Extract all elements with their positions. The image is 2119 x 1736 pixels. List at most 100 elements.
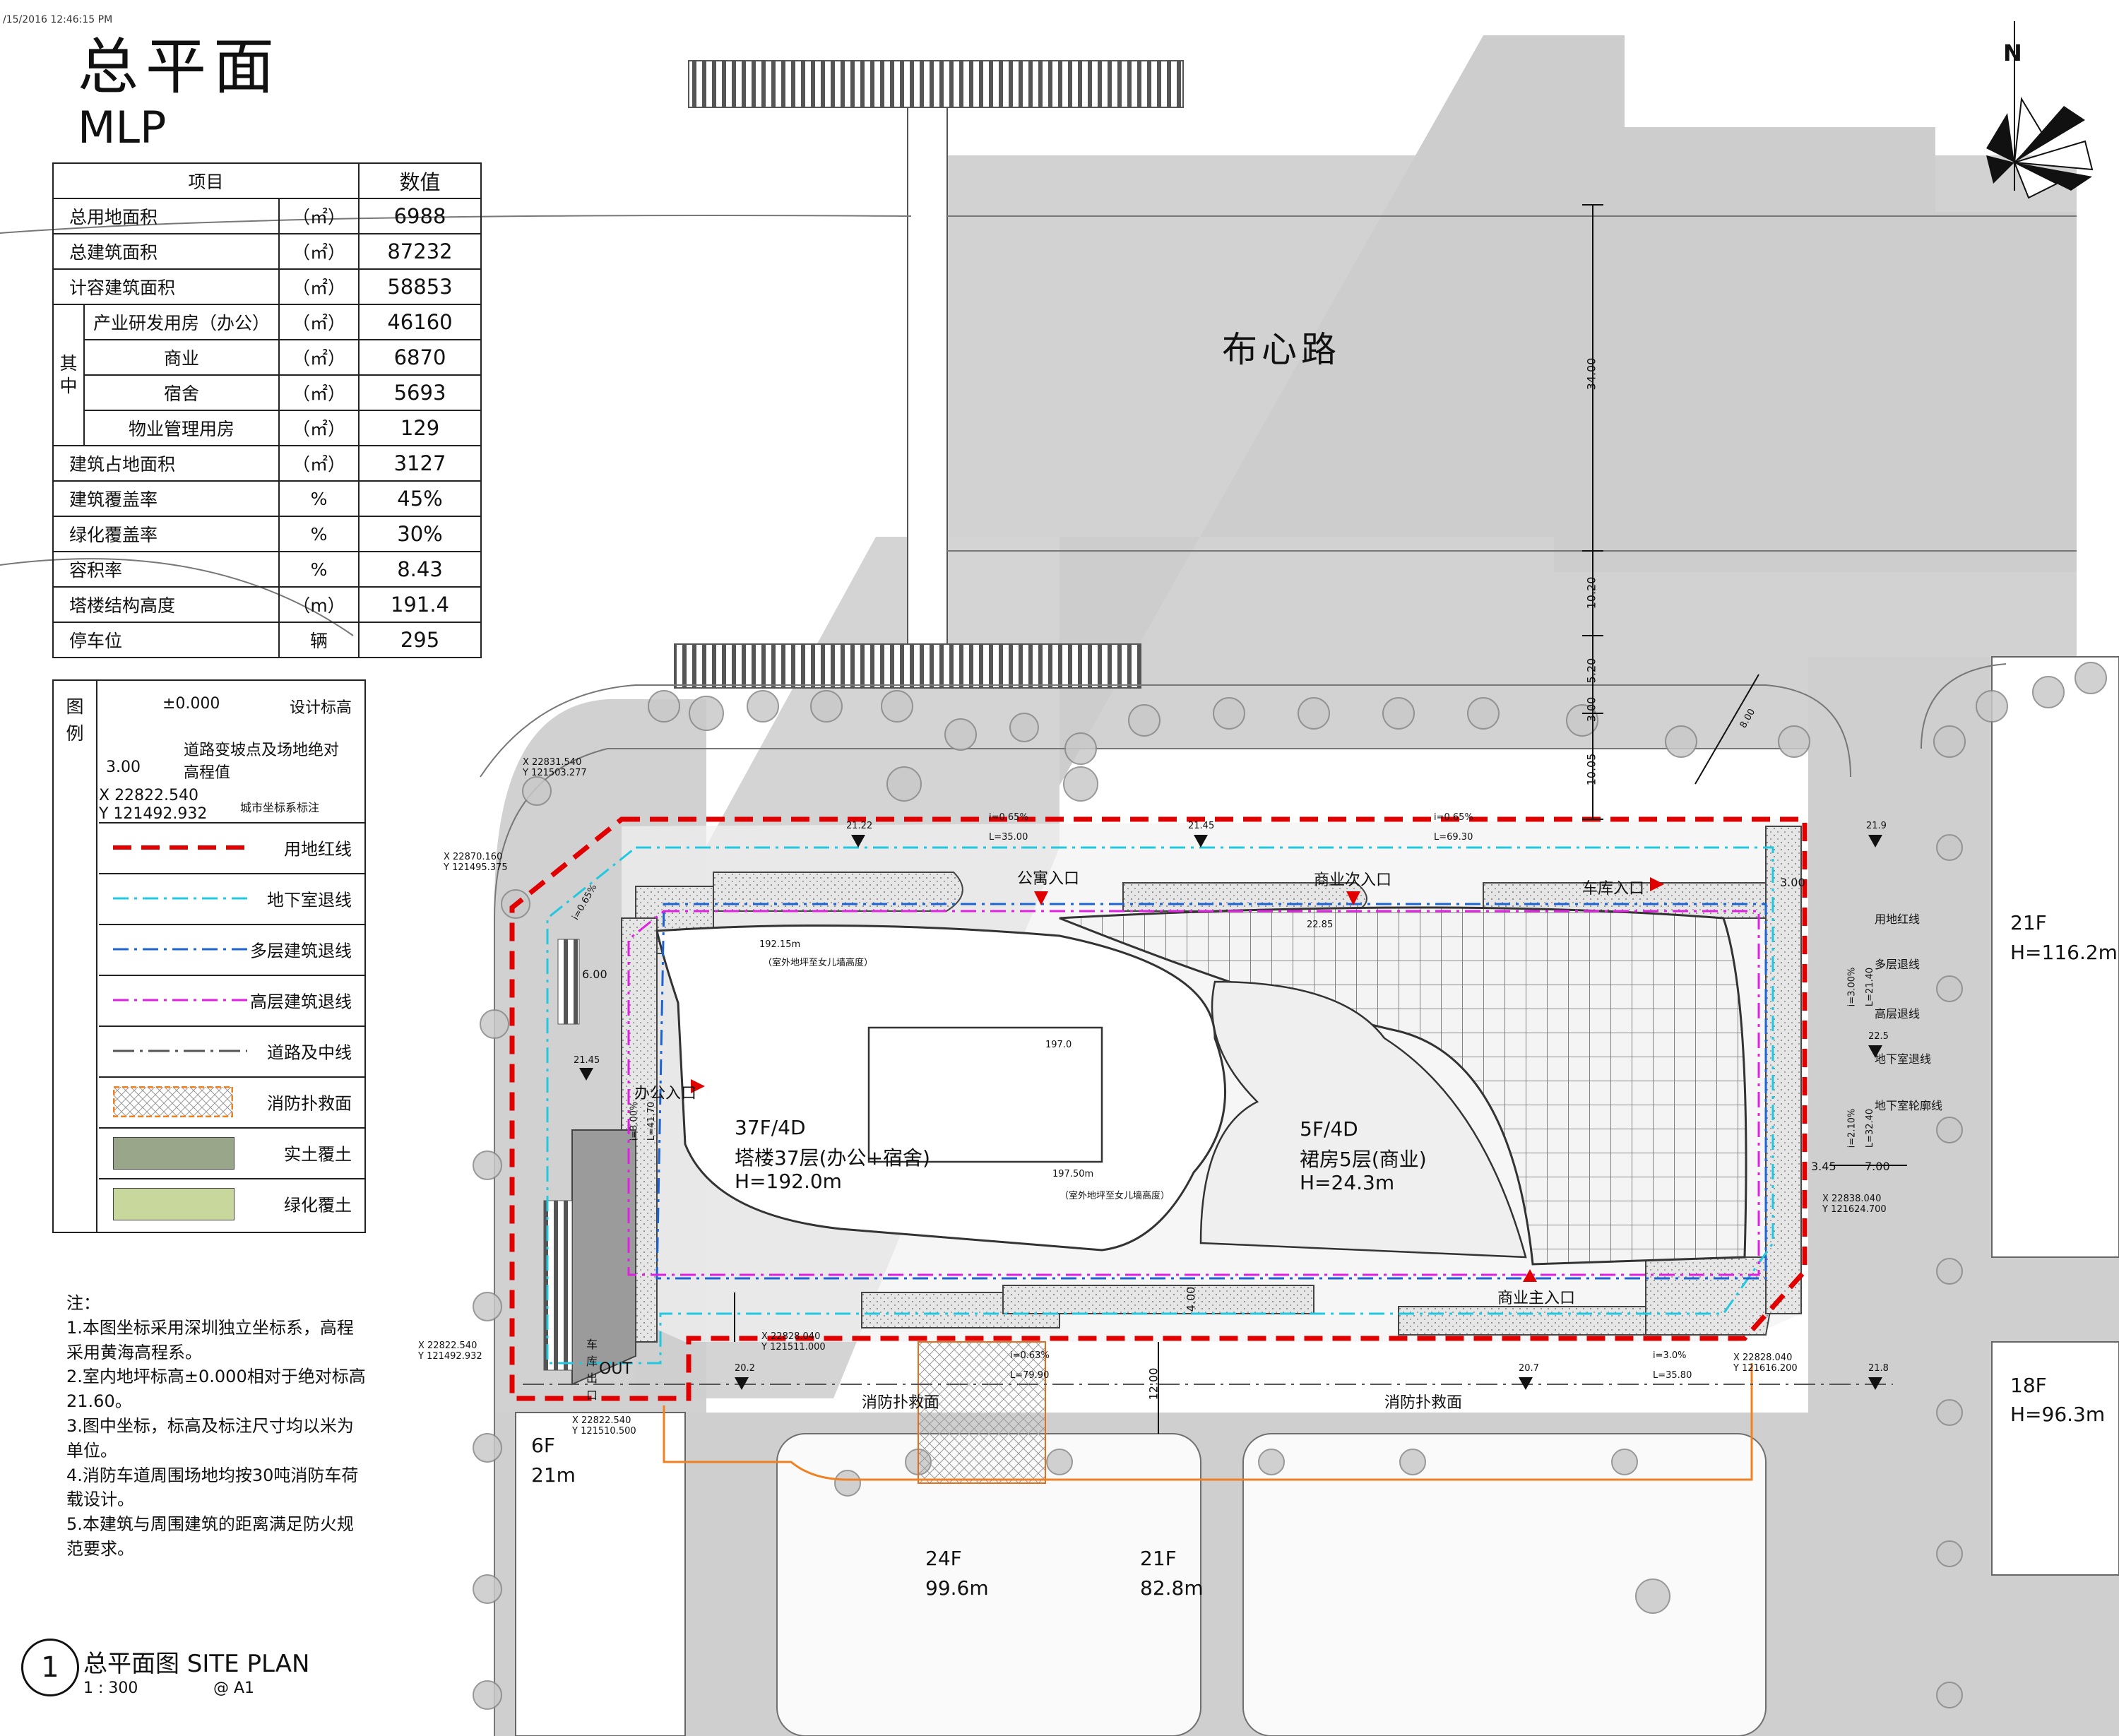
legend-item-label: 实土覆土 <box>284 1144 352 1165</box>
table-row: 绿化覆盖率%30% <box>52 516 482 552</box>
legend-swatch <box>113 897 247 900</box>
tower-height: H=192.0m <box>735 1170 842 1193</box>
row-value: 5693 <box>358 374 482 411</box>
row-value: 58853 <box>358 268 482 305</box>
podium-body <box>1199 980 1527 1259</box>
table-row: 其中产业研发用房（办公）（㎡）46160 <box>52 304 482 446</box>
elev-5: 20.2 <box>735 1363 755 1374</box>
legend-item: 多层建筑退线 <box>99 924 364 976</box>
bld-21f-height: H=116.2m <box>2010 941 2118 964</box>
dim-34: 34.00 <box>1584 357 1598 391</box>
row-unit: （㎡） <box>278 339 360 376</box>
podium-floors: 5F/4D <box>1300 1117 1358 1141</box>
elev-3: 21.9 <box>1866 821 1887 831</box>
page-subtitle: MLP <box>78 102 167 153</box>
row-value: 87232 <box>358 233 482 270</box>
table-row: 容积率%8.43 <box>52 551 482 588</box>
coord-x: X 22822.540 <box>418 1340 477 1351</box>
legend-elevation-row: ±0.000 设计标高 道路变坡点及场地绝对高程值 3.00 X 22822.5… <box>99 681 364 824</box>
bridge-top <box>688 60 1184 108</box>
row-unit: （㎡） <box>278 304 360 340</box>
bld-21f2-floors: 21F <box>1140 1547 1177 1570</box>
callout-red-line: 用地红线 <box>1875 912 1921 926</box>
elev-10: 192.15m <box>759 939 801 950</box>
dim-345: 3.45 <box>1811 1160 1836 1173</box>
tower-floors: 37F/4D <box>735 1116 806 1139</box>
callout-basement-outline: 地下室轮廓线 <box>1875 1099 1943 1112</box>
legend-item: 消防扑救面 <box>99 1076 364 1129</box>
row-value: 46160 <box>358 304 482 340</box>
podium-height: H=24.3m <box>1300 1171 1395 1194</box>
table-row: 商业（㎡）6870 <box>53 339 482 376</box>
table-row: 总用地面积（㎡）6988 <box>52 198 482 234</box>
entrance-commercial: 商业次入口 <box>1314 872 1392 889</box>
fire-rescue-area <box>918 1341 1046 1484</box>
row-value: 45% <box>358 480 482 517</box>
block-6f <box>515 1412 686 1736</box>
elev-4: 21.45 <box>574 1055 600 1066</box>
coord-y: Y 121624.700 <box>1822 1204 1887 1215</box>
col-value: 数值 <box>358 162 482 199</box>
podium-use: 裙房5层(商业) <box>1300 1148 1427 1171</box>
row-unit: （㎡） <box>278 233 360 270</box>
bld-21f-floors: 21F <box>2010 911 2047 934</box>
north-label: N <box>2003 40 2022 66</box>
legend-item-label: 高层建筑退线 <box>250 992 352 1012</box>
legend-swatch <box>113 1050 247 1052</box>
bld-6f-floors: 6F <box>531 1434 555 1457</box>
coord-y: Y 121503.277 <box>523 768 587 778</box>
table-row: 计容建筑面积（㎡）58853 <box>52 268 482 305</box>
row-unit: % <box>278 551 360 588</box>
row-label: 容积率 <box>52 551 280 588</box>
west-block <box>571 1129 636 1386</box>
plan-title: 总平面图 SITE PLAN <box>83 1650 310 1678</box>
table-row: 物业管理用房（㎡）129 <box>53 410 482 446</box>
bld-21f2-height: 82.8m <box>1140 1576 1204 1600</box>
slope-3-len: L=79.90 <box>1010 1370 1050 1381</box>
legend-road-elev-value: 3.00 <box>106 759 141 776</box>
row-value: 6870 <box>358 339 482 376</box>
fire-line <box>663 1363 1753 1481</box>
tower-use: 塔楼37层(办公+宿舍) <box>735 1146 930 1170</box>
entrance-commercial-main: 商业主入口 <box>1497 1290 1576 1307</box>
note-line: 3.图中坐标，标高及标注尺寸均以米为单位。 <box>66 1415 354 1461</box>
row-label: 绿化覆盖率 <box>52 516 280 552</box>
row-label: 产业研发用房（办公） <box>83 304 280 340</box>
callout-basement: 地下室退线 <box>1875 1052 1932 1066</box>
page-title: 总平面 <box>78 32 281 102</box>
bridge-bottom <box>674 643 1141 689</box>
slope-4: i=3.0% <box>1653 1350 1687 1361</box>
row-value: 3127 <box>358 445 482 482</box>
slope-6: i=3.00% <box>1846 967 1858 1007</box>
west-stair <box>543 1200 573 1371</box>
legend-elev-value: ±0.000 <box>162 695 220 713</box>
block-east-1 <box>1991 656 2119 1258</box>
coord-x: X 22838.040 <box>1822 1194 1882 1204</box>
fire-face-1: 消防扑救面 <box>862 1394 940 1412</box>
table-row: 建筑占地面积（㎡）3127 <box>52 445 482 482</box>
coord-y: Y 121616.200 <box>1733 1363 1798 1374</box>
dim-600: 6.00 <box>582 968 607 981</box>
elev-8: 22.5 <box>1868 1031 1889 1042</box>
slope-7: i=3.00% <box>629 1101 640 1141</box>
legend-swatch <box>113 1086 233 1117</box>
coord-y: Y 121510.500 <box>572 1426 636 1437</box>
bld-24f-floors: 24F <box>925 1547 962 1570</box>
coord-y: Y 121492.932 <box>418 1351 482 1362</box>
coord-y: Y 121495.375 <box>444 862 508 873</box>
legend-swatch <box>113 948 247 951</box>
row-label: 商业 <box>83 339 280 376</box>
row-value: 30% <box>358 516 482 552</box>
bridge-stem <box>907 107 948 645</box>
road-area-north-2 <box>946 155 2077 749</box>
row-label: 宿舍 <box>83 374 280 411</box>
callout-multi: 多层退线 <box>1875 958 1921 971</box>
north-arrow-icon <box>1986 21 2094 199</box>
coord-x: X 22828.040 <box>1733 1352 1793 1363</box>
row-value: 191.4 <box>358 586 482 623</box>
row-value: 8.43 <box>358 551 482 588</box>
